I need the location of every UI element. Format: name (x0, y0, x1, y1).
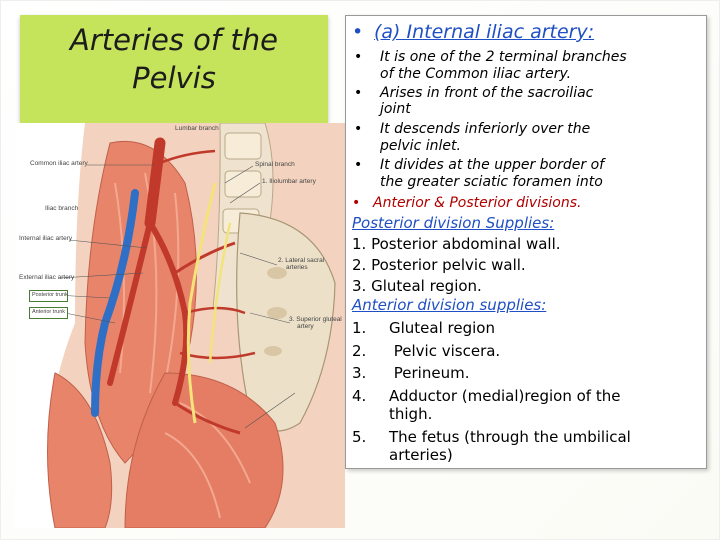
title-line-1: Arteries of the (70, 23, 278, 57)
bullet-2-line-2: joint (380, 101, 411, 117)
heading-internal-iliac: • (a) Internal iliac artery: (352, 21, 594, 43)
label-lateral-sacral-line-1: 2. Lateral sacral (278, 257, 325, 264)
anterior-item-5-line-2: arteries) (389, 446, 453, 464)
label-lateral-sacral-arteries: 2. Lateral sacral arteries (278, 257, 324, 271)
anterior-item-4-line-1: Adductor (medial)region of the (389, 387, 621, 405)
anterior-item-2-text: Pelvic viscera. (389, 342, 501, 360)
label-superior-gluteal-artery: 3. Superior gluteal artery (289, 316, 342, 330)
heading-bullet: • (352, 21, 364, 43)
bullet-3-line-2: pelvic inlet. (380, 138, 461, 154)
anterior-item-5-line-1: The fetus (through the umbilical (389, 428, 631, 446)
bullet-4-line-1: It divides at the upper border of (380, 157, 605, 173)
anterior-item-4-line-2: thigh. (389, 405, 433, 423)
bullet-1-line-2: of the Common iliac artery. (380, 66, 572, 82)
label-superior-gluteal-line-1: 3. Superior gluteal (289, 316, 342, 323)
bullet-2-marker: • (354, 85, 363, 101)
bullet-3-marker: • (354, 121, 363, 137)
slide-title: Arteries of the Pelvis (20, 21, 328, 97)
posterior-division-heading: Posterior division Supplies: (352, 214, 555, 232)
label-internal-iliac-artery: Internal iliac artery (19, 235, 73, 242)
label-iliac-branch: Iliac branch (45, 205, 79, 212)
divisions-bullet-marker: • (352, 195, 361, 211)
label-external-iliac-artery: External iliac artery (19, 274, 75, 281)
posterior-item-3: 3. Gluteal region. (352, 277, 482, 295)
anterior-item-1-text: Gluteal region (389, 319, 495, 337)
title-box: Arteries of the Pelvis (20, 15, 328, 123)
label-lateral-sacral-line-2: arteries (286, 264, 308, 271)
bullet-1-line-1: It is one of the 2 terminal branches (380, 49, 627, 65)
bullet-1-marker: • (354, 49, 363, 65)
pelvis-drawing (47, 123, 345, 528)
anterior-division-heading: Anterior division supplies: (352, 296, 547, 314)
content-panel: • (a) Internal iliac artery: • It is one … (345, 15, 707, 469)
label-iliolumbar-artery: 1. Iliolumbar artery (262, 178, 316, 185)
posterior-item-1: 1. Posterior abdominal wall. (352, 235, 561, 253)
label-superior-gluteal-line-2: artery (297, 323, 314, 330)
anterior-item-3-number: 3. (352, 364, 367, 382)
label-common-iliac-artery: Common iliac artery (30, 160, 88, 167)
anterior-item-5-number: 5. (352, 428, 367, 446)
title-line-2: Pelvis (132, 61, 216, 95)
anterior-item-1-number: 1. (352, 319, 367, 337)
anterior-item-2-number: 2. (352, 342, 367, 360)
anterior-trunk-box: Anterior trunk (29, 307, 68, 319)
divisions-bullet-text: Anterior & Posterior divisions. (373, 195, 582, 211)
bullet-4-line-2: the greater sciatic foramen into (380, 174, 603, 190)
label-lumbar-branch: Lumbar branch (175, 125, 219, 132)
heading-text: (a) Internal iliac artery: (374, 21, 595, 43)
anterior-item-4-number: 4. (352, 387, 367, 405)
label-posterior-trunk: Posterior trunk (32, 292, 68, 298)
posterior-item-2: 2. Posterior pelvic wall. (352, 256, 526, 274)
label-spinal-branch: Spinal branch (255, 161, 295, 168)
label-anterior-trunk: Anterior trunk (32, 309, 66, 315)
pelvis-artery-illustration: Common iliac artery Iliac branch Interna… (15, 123, 345, 528)
posterior-trunk-box: Posterior trunk (29, 290, 68, 302)
anterior-item-3-text: Perineum. (389, 364, 470, 382)
bullet-4-marker: • (354, 157, 363, 173)
bullet-3-line-1: It descends inferiorly over the (380, 121, 591, 137)
bullet-2-line-1: Arises in front of the sacroiliac (380, 85, 594, 101)
